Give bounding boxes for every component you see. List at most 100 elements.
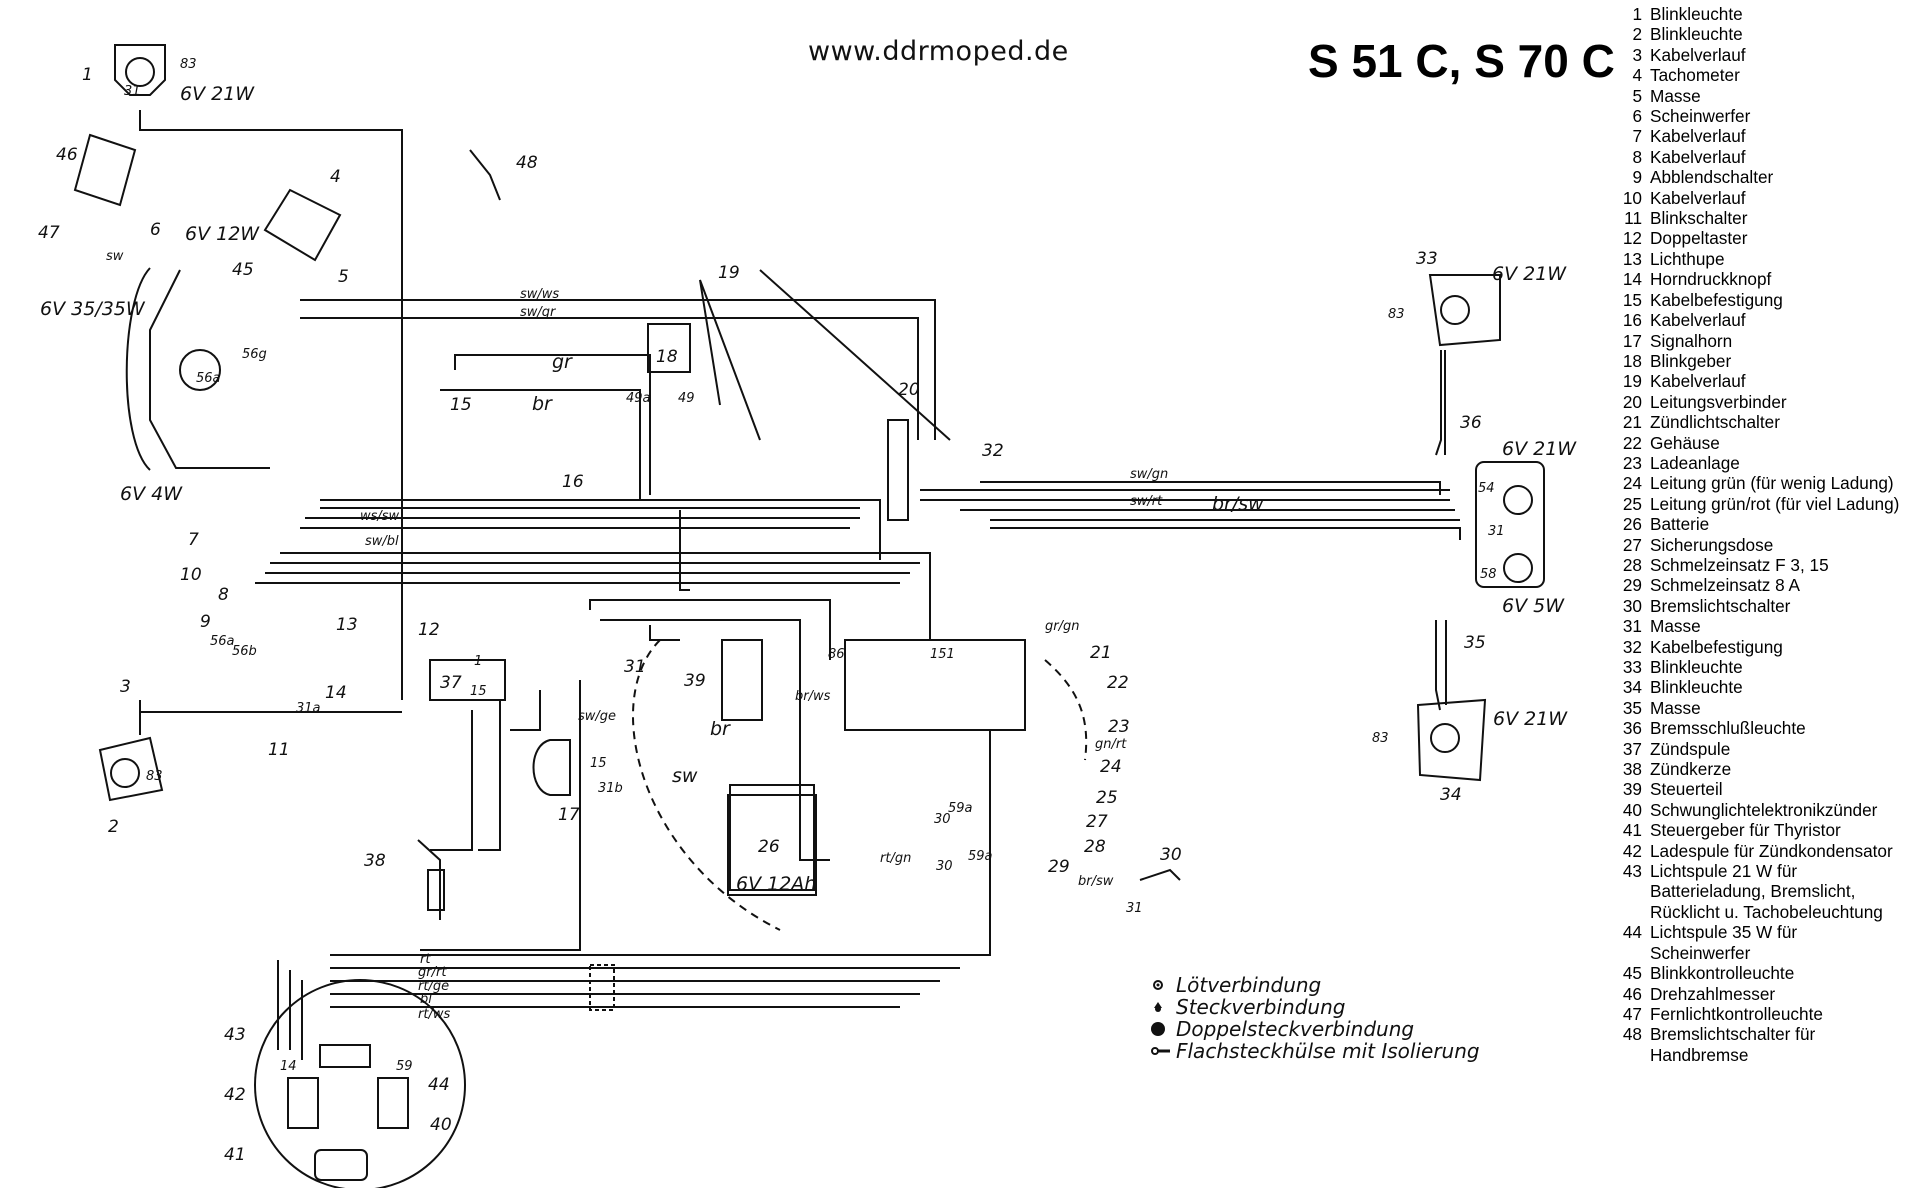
legend-number: 4	[1632, 65, 1642, 86]
diagram-labels: 6V 21W 6V 12W 6V 35/35W 6V 4W 6V 21W 6V …	[38, 57, 1577, 1165]
terminal-label: 56a	[196, 371, 221, 386]
legend-item: 36 Bremsschlußleuchte	[1608, 718, 1900, 738]
legend-text: Kabelverlauf	[1650, 310, 1746, 331]
legend-number: 36	[1622, 718, 1642, 739]
legend-text: Batterie	[1650, 514, 1710, 535]
legend-text: Kabelbefestigung	[1650, 636, 1783, 657]
legend-text: Abblendschalter	[1650, 167, 1774, 188]
legend-number: 30	[1622, 595, 1642, 616]
part-label: 38	[364, 851, 386, 871]
wire-label: gn/rt	[1095, 737, 1127, 752]
legend-text: Leitungsverbinder	[1650, 391, 1787, 412]
legend-number: 35	[1622, 697, 1642, 718]
part-label: 41	[224, 1145, 246, 1165]
part-label: 48	[516, 153, 538, 173]
wire-label: sw/rt	[1130, 494, 1163, 509]
legend-number: 28	[1622, 554, 1642, 575]
wire-label: br/sw	[1078, 874, 1114, 889]
legend-text: Blinkschalter	[1650, 208, 1748, 229]
legend-number: 47	[1622, 1003, 1642, 1024]
rating-label: 6V 21W	[1502, 438, 1577, 460]
symbol-label: Flachsteckhülse mit Isolierung	[1176, 1039, 1480, 1063]
part-label: 14	[325, 683, 347, 703]
solder-joint-icon	[1153, 980, 1163, 990]
legend-text: Steuergeber für Thyristor	[1650, 820, 1841, 841]
wire-label: br	[710, 718, 731, 740]
legend-text: Lichtspule 21 W für Batterieladung, Brem…	[1650, 861, 1883, 922]
part-label: 21	[1090, 643, 1112, 663]
terminal-label: 15	[590, 756, 607, 771]
legend-text: Kabelverlauf	[1650, 371, 1746, 392]
part-label: 37	[440, 673, 462, 693]
wire-label: rt/gn	[880, 851, 911, 866]
website-url[interactable]: www.ddrmoped.de	[808, 36, 1069, 67]
legend-number: 48	[1622, 1024, 1642, 1045]
part-label: 4	[330, 167, 341, 187]
legend-number: 42	[1622, 840, 1642, 861]
legend-number: 21	[1622, 412, 1642, 433]
terminal-label: 15	[470, 684, 487, 699]
legend-number: 20	[1622, 391, 1642, 412]
legend-text: Kabelverlauf	[1650, 44, 1746, 65]
legend-number: 29	[1622, 575, 1642, 596]
legend-number: 5	[1632, 85, 1642, 106]
terminal-label: 31	[1488, 524, 1505, 539]
part-label: 45	[232, 260, 254, 280]
legend-text: Ladeanlage	[1650, 452, 1740, 473]
legend-number: 31	[1622, 616, 1642, 637]
rating-label: 6V 4W	[120, 483, 183, 505]
legend-number: 7	[1632, 126, 1642, 147]
legend-number: 3	[1632, 44, 1642, 65]
legend-text: Zündlichtschalter	[1650, 412, 1780, 433]
wire-label: gr/rt	[418, 965, 447, 980]
terminal-label: 49a	[626, 391, 651, 406]
part-label: 19	[718, 263, 740, 283]
legend-number: 43	[1622, 861, 1642, 882]
part-label: 20	[898, 380, 920, 400]
terminal-label: 49	[678, 391, 695, 406]
model-title: S 51 C, S 70 C	[1308, 35, 1615, 87]
symbol-key-row: Lötverbindung	[1148, 974, 1480, 996]
rating-label: 6V 21W	[180, 83, 255, 105]
part-label: 25	[1096, 788, 1118, 808]
legend-item: 42 Ladespule für Zündkondensator	[1608, 841, 1900, 861]
legend-number: 32	[1622, 636, 1642, 657]
rating-label: 6V 35/35W	[40, 298, 146, 320]
part-label: 3	[120, 677, 131, 697]
terminal-label: 31	[124, 84, 141, 99]
legend-text: Blinkleuchte	[1650, 24, 1743, 45]
rating-label: 6V 21W	[1493, 708, 1568, 730]
terminal-label: 59a	[968, 849, 993, 864]
part-label: 7	[188, 530, 199, 550]
part-label: 31	[624, 657, 646, 677]
tail-lamp-icon	[1503, 485, 1533, 583]
legend-text: Bremsschlußleuchte	[1650, 718, 1806, 739]
wire-label: br/sw	[1212, 493, 1264, 515]
legend-number: 38	[1622, 759, 1642, 780]
legend-text: Blinkgeber	[1650, 350, 1732, 371]
legend-item: 23 Ladeanlage	[1608, 453, 1900, 473]
legend-text: Blinkleuchte	[1650, 677, 1743, 698]
legend-text: Tachometer	[1650, 65, 1740, 86]
legend-number: 23	[1622, 452, 1642, 473]
legend-number: 14	[1622, 269, 1642, 290]
blinker-2-icon	[98, 736, 164, 802]
legend-text: Ladespule für Zündkondensator	[1650, 840, 1893, 861]
